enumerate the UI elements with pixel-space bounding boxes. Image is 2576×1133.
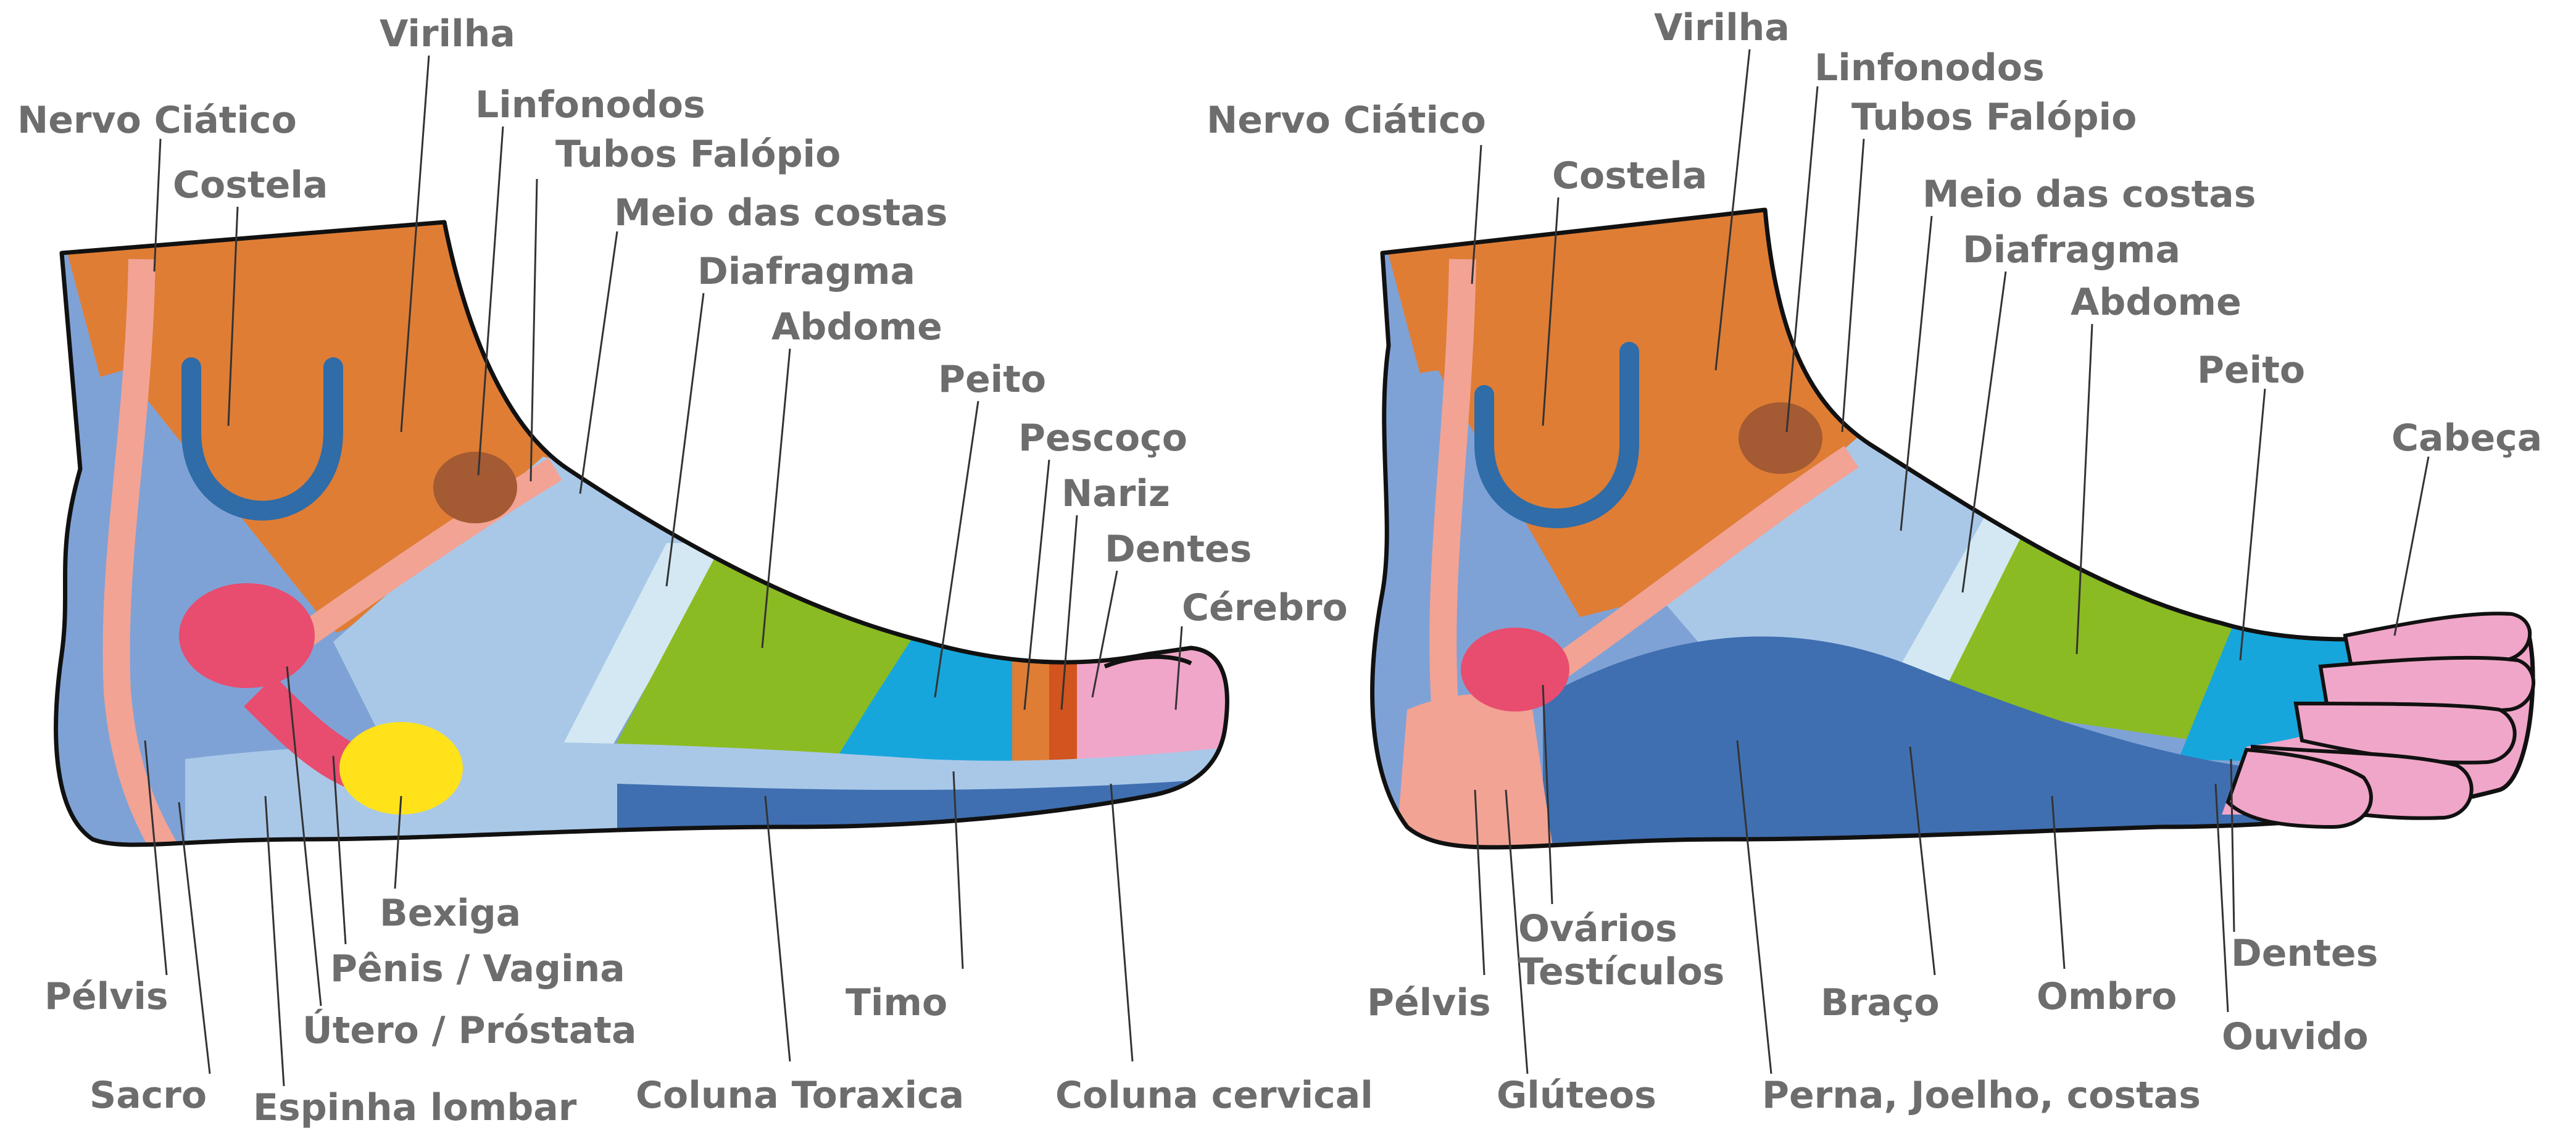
zone-lymph-nodes [433,452,517,523]
label-virilha: Virilha [1654,6,1790,49]
label-meio-costas: Meio das costas [1922,173,2256,216]
label-virilha: Virilha [380,12,515,56]
label-abdome: Abdome [771,305,942,349]
label-braco: Braço [1821,981,1940,1024]
label-costela: Costela [173,164,328,207]
label-coluna-cervical: Coluna cervical [1055,1074,1373,1117]
zone-toe-orange [1012,657,1049,778]
label-ovarios: Ovários [1518,907,1677,950]
label-cerebro: Cérebro [1182,586,1348,629]
label-cabeca: Cabeça [2391,417,2542,460]
zone-ovaries-testicles [1461,628,1569,712]
label-tubos-falopio: Tubos Falópio [555,133,841,176]
label-testiculos: Testículos [1518,950,1724,994]
label-pelvis: Pélvis [44,975,168,1018]
label-pelvis: Pélvis [1367,981,1491,1024]
label-ombro: Ombro [2037,975,2177,1018]
label-linfonodos: Linfonodos [475,83,705,127]
label-nariz: Nariz [1062,472,1170,515]
label-timo: Timo [846,981,947,1024]
label-espinha-lombar: Espinha lombar [253,1086,577,1129]
label-ouvido: Ouvido [2222,1015,2369,1058]
label-costela: Costela [1552,154,1707,197]
label-coluna-toraxica: Coluna Toraxica [636,1074,964,1117]
right-foot: Virilha Linfonodos Nervo Ciático Tubos F… [1207,0,2576,1117]
label-meio-costas: Meio das costas [614,191,948,234]
label-perna-joelho-costas: Perna, Joelho, costas [1762,1074,2201,1117]
label-tubos-falopio: Tubos Falópio [1851,96,2137,139]
zone-sole-lower [617,778,1234,926]
label-pescoco: Pescoço [1018,417,1187,460]
label-gluteos: Glúteos [1497,1074,1656,1117]
label-utero-prostata: Útero / Próstata [302,1008,636,1052]
zone-uterus-prostate [179,583,315,688]
label-nervo-ciatico: Nervo Ciático [17,99,297,142]
zone-toe-red [1049,655,1077,774]
label-peito: Peito [2197,349,2305,392]
label-penis-vagina: Pênis / Vagina [330,947,625,990]
label-diafragma: Diafragma [697,250,915,293]
left-foot: Virilha Nervo Ciático Linfonodos Tubos F… [0,0,1373,1129]
label-diafragma: Diafragma [1963,228,2180,272]
zone-lymph-nodes [1739,402,1822,474]
label-bexiga: Bexiga [380,892,521,935]
label-abdome: Abdome [2071,281,2242,324]
label-nervo-ciatico: Nervo Ciático [1207,99,1486,142]
label-dentes: Dentes [2231,932,2378,975]
label-dentes: Dentes [1105,528,1252,571]
label-linfonodos: Linfonodos [1814,46,2045,89]
label-peito: Peito [938,358,1046,401]
label-sacro: Sacro [89,1074,207,1117]
